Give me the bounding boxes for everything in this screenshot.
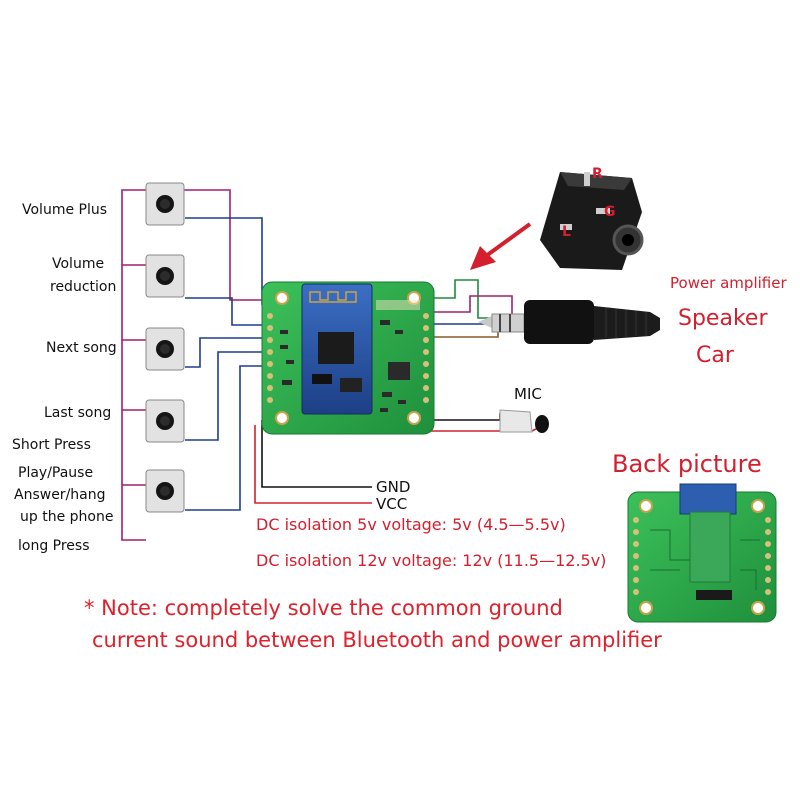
blue-wire-3 <box>185 337 272 368</box>
label-dc-5v: DC isolation 5v voltage: 5v (4.5—5.5v) <box>256 515 566 534</box>
gnd-wire <box>261 420 372 488</box>
blue-wire-5 <box>185 365 272 511</box>
label-short-press: Short Press <box>12 437 91 453</box>
label-vcc: VCC <box>376 495 408 513</box>
microphone <box>499 409 549 433</box>
out-brown-wire <box>425 326 499 338</box>
label-volume-reduction-2: reduction <box>50 279 117 295</box>
tactile-switch-last-song <box>145 399 185 443</box>
vcc-wire <box>254 425 372 504</box>
output-wires <box>425 279 541 432</box>
purple-rail <box>121 189 146 541</box>
purple-top-wire <box>146 189 268 301</box>
label-volume-reduction-1: Volume <box>52 256 105 272</box>
audio-jack-socket <box>540 172 644 270</box>
tactile-switch-play-pause <box>145 469 185 513</box>
bluetooth-board-back <box>627 483 777 623</box>
tactile-switch-volume-plus <box>145 182 185 226</box>
label-mic: MIC <box>514 385 542 403</box>
out-purple-wire <box>425 295 513 318</box>
label-long-press: long Press <box>18 538 90 554</box>
bluetooth-board-front <box>261 281 435 435</box>
label-dc-12v: DC isolation 12v voltage: 12v (11.5—12.5… <box>256 551 607 570</box>
tactile-switch-next-song <box>145 327 185 371</box>
label-speaker: Speaker <box>678 306 768 331</box>
note-line-1: * Note: completely solve the common grou… <box>84 596 563 620</box>
jack-pin-r: R <box>592 166 603 182</box>
button-wires <box>121 189 275 541</box>
tactile-switch-volume-reduction <box>145 254 185 298</box>
blue-wire-2 <box>185 297 272 326</box>
power-wires <box>254 420 372 504</box>
label-up-the-phone: up the phone <box>20 509 114 525</box>
blue-wire-4 <box>185 351 272 441</box>
arrow-icon <box>470 222 532 270</box>
label-gnd: GND <box>376 478 411 496</box>
label-last-song: Last song <box>44 405 112 421</box>
note-line-2: current sound between Bluetooth and powe… <box>92 628 662 652</box>
label-answer-hang: Answer/hang <box>14 487 106 503</box>
label-volume-plus: Volume Plus <box>22 202 108 218</box>
label-power-amplifier: Power amplifier <box>670 274 787 292</box>
jack-pin-g: G <box>604 204 616 220</box>
label-play-pause: Play/Pause <box>18 465 94 481</box>
label-next-song: Next song <box>46 340 117 356</box>
jack-pin-l: L <box>562 224 571 240</box>
audio-plug <box>478 300 660 344</box>
label-car: Car <box>696 343 734 368</box>
label-back-picture: Back picture <box>612 450 762 478</box>
out-green-wire <box>425 279 492 319</box>
